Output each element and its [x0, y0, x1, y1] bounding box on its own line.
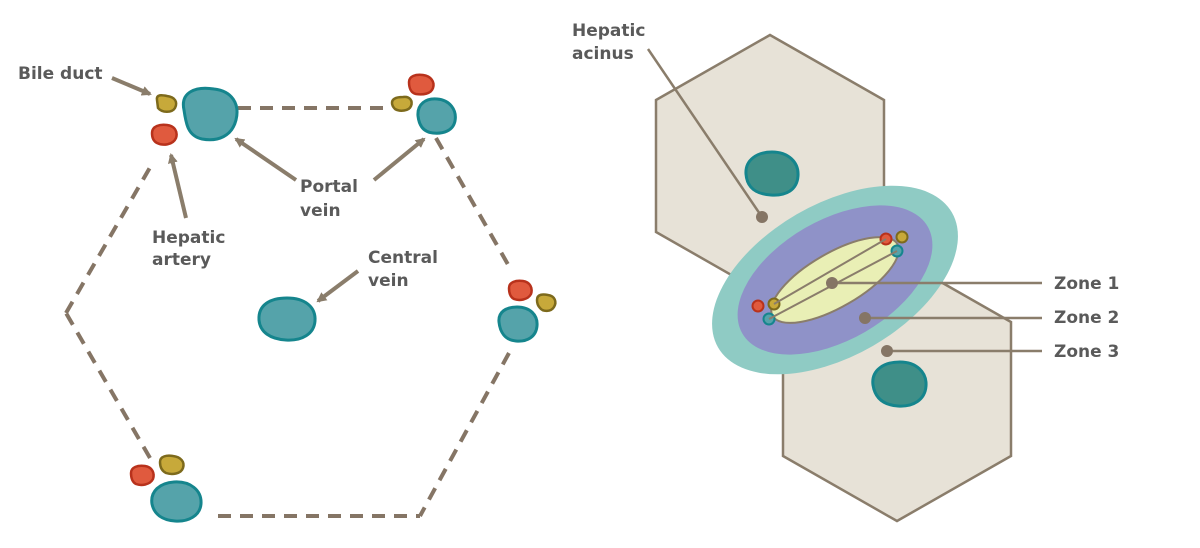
- portal-triad-right: [497, 279, 557, 343]
- portal-triad-top-right: [390, 73, 457, 135]
- portal-vein: [497, 305, 539, 343]
- label-hepatic-acinus-line1: Hepatic: [572, 21, 645, 41]
- bile-duct: [895, 230, 909, 244]
- label-central-vein-line1: Central: [368, 248, 438, 268]
- leader-dot-zone1: [826, 277, 838, 289]
- label-central-vein-line2: vein: [368, 271, 409, 291]
- leader-dots: [756, 211, 893, 357]
- portal-vein: [150, 480, 203, 523]
- label-hepatic-artery-line1: Hepatic: [152, 228, 225, 248]
- leader-dot-zone2: [859, 312, 871, 324]
- hepatic-acinus-diagram: Hepatic acinus Zone 1 Zone 2 Zone 3: [572, 21, 1119, 523]
- label-bile-duct: Bile duct: [18, 64, 103, 84]
- label-hepatic-artery-line2: artery: [152, 250, 211, 270]
- leader-dot-acinus: [756, 211, 768, 223]
- hepatic-artery: [407, 73, 435, 96]
- arrow-portal-vein-left: [234, 137, 298, 182]
- label-zone-2: Zone 2: [1054, 308, 1119, 328]
- hepatic-artery: [129, 464, 155, 487]
- label-hepatic-acinus-line2: acinus: [572, 44, 634, 64]
- bile-duct: [158, 454, 185, 476]
- central-vein: [257, 296, 317, 342]
- arrow-portal-vein-right: [372, 137, 426, 182]
- label-portal-vein-line2: vein: [300, 201, 341, 221]
- central-vein-upper: [744, 150, 800, 197]
- classic-lobule: Bile duct Hepatic artery Portal vein Cen…: [18, 64, 557, 523]
- central-vein-lower: [871, 360, 928, 408]
- arrow-hepatic-artery: [167, 153, 188, 219]
- arrow-central-vein: [316, 269, 360, 303]
- hepatic-artery: [150, 123, 178, 146]
- hepatic-artery: [507, 279, 533, 302]
- leader-acinus: [646, 48, 764, 218]
- annotation-arrows: [111, 76, 426, 303]
- portal-triad-bottom-left: [129, 454, 203, 523]
- portal-vein: [181, 86, 239, 142]
- bile-duct: [535, 293, 557, 313]
- bile-duct: [155, 93, 178, 113]
- label-zone-3: Zone 3: [1054, 342, 1119, 362]
- lobule-dashed-outline: [64, 106, 512, 518]
- hepatic-artery: [751, 299, 765, 313]
- leader-lines: [646, 48, 1042, 353]
- leader-dot-zone3: [881, 345, 893, 357]
- portal-vein: [416, 97, 457, 135]
- bile-duct: [390, 95, 413, 112]
- arrow-bile-duct: [111, 76, 152, 96]
- portal-triad-top-left: [150, 86, 239, 146]
- label-zone-1: Zone 1: [1054, 274, 1119, 294]
- label-portal-vein-line1: Portal: [300, 177, 358, 197]
